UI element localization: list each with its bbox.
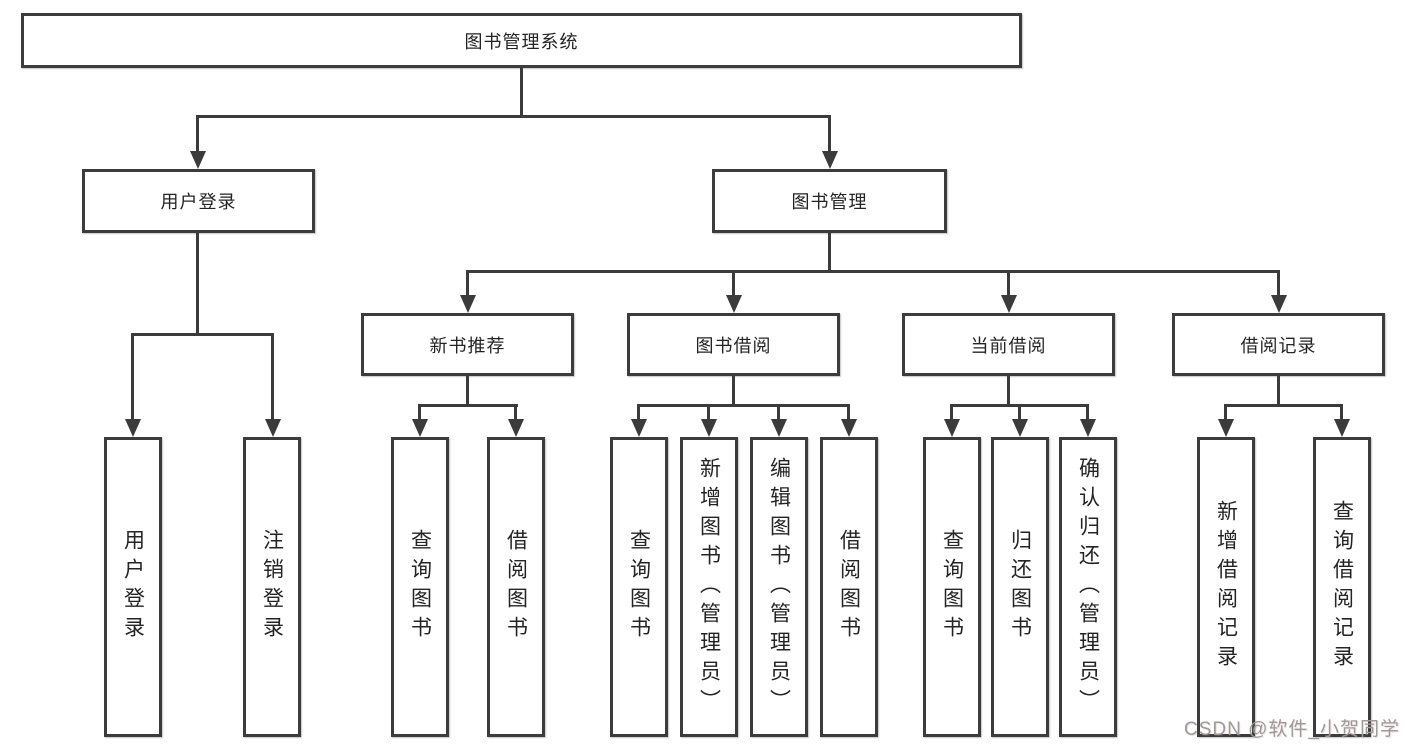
arrowhead-book-mgmt-icon — [822, 151, 838, 169]
edge-root-drop — [520, 68, 523, 118]
node-new-book-rec-label: 新书推荐 — [429, 335, 506, 356]
leaf-query-borrow-record: 查询借阅记录 — [1313, 437, 1371, 737]
arrowhead-c1-icon — [631, 419, 647, 437]
leaf-logout-label: 注销登录 — [260, 529, 284, 645]
leaf-add-borrow-record: 新增借阅记录 — [1197, 437, 1255, 737]
edge-to-c2 — [707, 404, 710, 422]
edge-book-borrow-drop — [732, 376, 735, 407]
edge-to-new-book-rec — [466, 270, 469, 298]
edge-new-book-rec-split — [418, 404, 518, 407]
arrowhead-c4-icon — [841, 419, 857, 437]
edge-to-c3 — [777, 404, 780, 422]
leaf-user-login: 用户登录 — [104, 437, 162, 737]
edge-book-borrow-split — [637, 404, 850, 407]
edge-new-book-rec-drop — [466, 376, 469, 407]
node-user-login: 用户登录 — [82, 169, 315, 233]
leaf-edit-books-admin: 编辑图书（管理员） — [750, 437, 808, 737]
edge-to-b1 — [418, 404, 421, 422]
node-book-mgmt: 图书管理 — [712, 169, 947, 233]
edge-borrow-record-drop — [1277, 376, 1280, 407]
edge-book-mgmt-drop — [828, 233, 831, 272]
leaf-user-login-label: 用户登录 — [121, 529, 145, 645]
edge-to-c4 — [847, 404, 850, 422]
arrowhead-new-book-rec-icon — [460, 295, 476, 313]
arrowhead-d1-icon — [944, 419, 960, 437]
edge-to-book-mgmt — [828, 115, 831, 153]
arrowhead-d3-icon — [1080, 419, 1096, 437]
edge-borrow-record-split — [1224, 404, 1343, 407]
leaf-query-books-rec-label: 查询图书 — [408, 529, 432, 645]
leaf-return-books-label: 归还图书 — [1008, 529, 1032, 645]
leaf-edit-books-admin-label: 编辑图书（管理员） — [767, 456, 791, 718]
leaf-query-books-borrow: 查询图书 — [610, 437, 668, 737]
leaf-query-books-current-label: 查询图书 — [940, 529, 964, 645]
arrowhead-current-borrow-icon — [1001, 295, 1017, 313]
edge-book-mgmt-split — [466, 270, 1280, 273]
edge-user-login-split — [131, 333, 274, 336]
arrowhead-book-borrow-icon — [726, 295, 742, 313]
leaf-return-books: 归还图书 — [991, 437, 1049, 737]
csdn-watermark: CSDN @软件_小贺同学 — [1184, 719, 1400, 740]
edge-root-split — [196, 115, 831, 118]
arrowhead-user-login-icon — [190, 151, 206, 169]
edge-to-leaf-login — [131, 333, 134, 423]
leaf-borrow-books-rec-label: 借阅图书 — [504, 529, 528, 645]
edge-to-leaf-logout — [271, 333, 274, 423]
edge-to-user-login — [196, 115, 199, 153]
leaf-query-borrow-record-label: 查询借阅记录 — [1330, 500, 1354, 674]
arrowhead-borrow-record-icon — [1271, 295, 1287, 313]
arrowhead-leaf-login-icon — [125, 419, 141, 437]
node-book-borrow-label: 图书借阅 — [695, 335, 772, 356]
edge-to-e2 — [1340, 404, 1343, 422]
leaf-borrow-books-label: 借阅图书 — [837, 529, 861, 645]
arrowhead-b1-icon — [412, 419, 428, 437]
leaf-add-books-admin-label: 新增图书（管理员） — [697, 456, 721, 718]
node-new-book-rec: 新书推荐 — [361, 313, 574, 376]
edge-user-login-drop — [196, 233, 199, 335]
node-library-system: 图书管理系统 — [21, 13, 1022, 68]
leaf-query-books-rec: 查询图书 — [391, 437, 449, 737]
edge-to-current-borrow — [1007, 270, 1010, 298]
node-user-login-label: 用户登录 — [160, 192, 237, 212]
arrowhead-e2-icon — [1334, 419, 1350, 437]
leaf-add-borrow-record-label: 新增借阅记录 — [1214, 500, 1238, 674]
leaf-add-books-admin: 新增图书（管理员） — [680, 437, 738, 737]
arrowhead-d2-icon — [1012, 419, 1028, 437]
edge-to-c1 — [637, 404, 640, 422]
leaf-confirm-return-admin-label: 确认归还（管理员） — [1076, 456, 1100, 718]
edge-to-book-borrow — [732, 270, 735, 298]
leaf-logout: 注销登录 — [243, 437, 301, 737]
edge-to-b2 — [514, 404, 517, 422]
arrowhead-e1-icon — [1218, 419, 1234, 437]
leaf-borrow-books: 借阅图书 — [820, 437, 878, 737]
edge-current-borrow-drop — [1007, 376, 1010, 407]
edge-to-e1 — [1224, 404, 1227, 422]
node-book-borrow: 图书借阅 — [627, 313, 840, 376]
leaf-query-books-current: 查询图书 — [923, 437, 981, 737]
edge-to-d2 — [1018, 404, 1021, 422]
arrowhead-c3-icon — [771, 419, 787, 437]
leaf-borrow-books-rec: 借阅图书 — [487, 437, 545, 737]
arrowhead-leaf-logout-icon — [265, 419, 281, 437]
arrowhead-b2-icon — [508, 419, 524, 437]
node-library-system-label: 图书管理系统 — [464, 31, 579, 52]
leaf-query-books-borrow-label: 查询图书 — [627, 529, 651, 645]
node-current-borrow-label: 当前借阅 — [970, 335, 1047, 356]
node-book-mgmt-label: 图书管理 — [791, 192, 868, 212]
node-borrow-record: 借阅记录 — [1172, 313, 1385, 376]
leaf-confirm-return-admin: 确认归还（管理员） — [1059, 437, 1117, 737]
node-current-borrow: 当前借阅 — [902, 313, 1115, 376]
edge-to-d1 — [950, 404, 953, 422]
edge-to-d3 — [1086, 404, 1089, 422]
node-borrow-record-label: 借阅记录 — [1240, 335, 1317, 356]
edge-to-borrow-record — [1277, 270, 1280, 298]
arrowhead-c2-icon — [701, 419, 717, 437]
